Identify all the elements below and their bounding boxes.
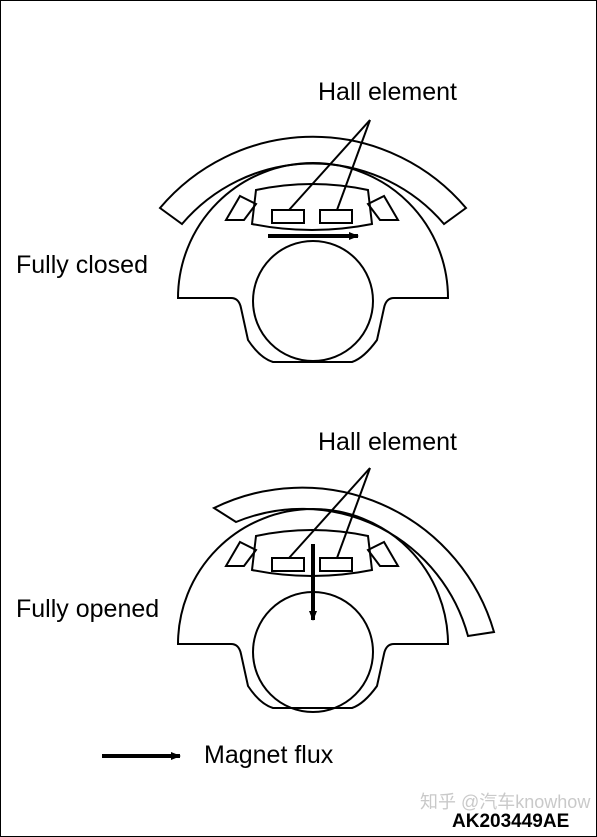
legend-label: Magnet flux <box>204 741 334 769</box>
opened-leader-line-2 <box>336 467 371 559</box>
closed-window-right <box>366 194 400 221</box>
closed-window-left <box>224 194 258 221</box>
opened-hall-housing <box>250 529 374 577</box>
closed-hall-housing <box>250 183 374 231</box>
figure-code: AK203449AE <box>452 811 570 832</box>
closed-shaft <box>252 240 374 362</box>
fully-closed-label: Fully closed <box>16 251 148 279</box>
closed-sensor-diagram <box>158 119 468 363</box>
watermark: 知乎 @汽车knowhow <box>420 792 591 812</box>
closed-hall-sensor-right <box>319 209 353 224</box>
closed-hall-element-label: Hall element <box>318 78 457 106</box>
closed-leader-line-1 <box>288 119 371 211</box>
closed-leader-line-2 <box>336 119 371 211</box>
opened-hall-element-label: Hall element <box>318 428 457 456</box>
opened-hall-sensor-right <box>319 557 353 572</box>
opened-leader-line-1 <box>288 467 371 559</box>
closed-hall-sensor-left <box>271 209 305 224</box>
closed-sensor-body <box>176 162 450 363</box>
opened-hall-sensor-left <box>271 557 305 572</box>
closed-magnet-ring <box>158 135 468 226</box>
fully-opened-label: Fully opened <box>16 595 160 623</box>
opened-window-left <box>224 540 258 567</box>
opened-window-right <box>366 540 400 567</box>
opened-sensor-diagram <box>176 467 496 713</box>
opened-sensor-body <box>176 508 450 709</box>
